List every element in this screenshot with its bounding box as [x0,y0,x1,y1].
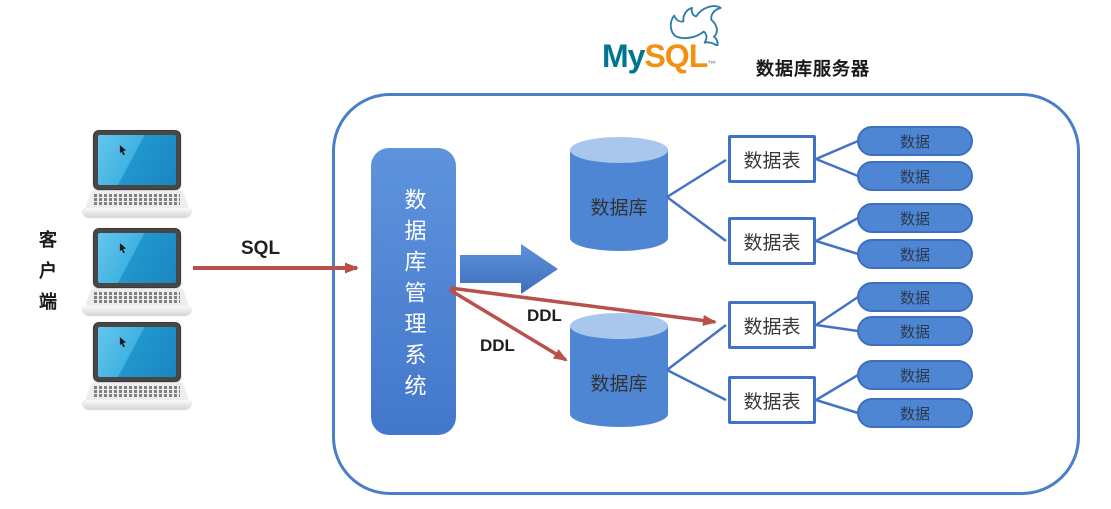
data-node-8: 数据 [857,398,973,428]
data-table-3: 数据表 [728,301,816,349]
mysql-dolphin-icon [669,5,722,46]
client-label: 客户端 [37,230,57,323]
data-table-4: 数据表 [728,376,816,424]
mysql-logo: MySQL™ [596,0,756,82]
data-node-4: 数据 [857,239,973,269]
laptop-keyboard-icon [85,383,189,400]
data-table-1: 数据表 [728,135,816,183]
laptop-screen-icon [93,322,181,382]
cursor-icon [119,243,127,254]
laptop-screen-icon [93,228,181,288]
database-cylinder-1: 数据库 [570,137,668,251]
dbms-label: 数据库管理系统 [401,187,427,405]
data-node-7: 数据 [857,360,973,390]
client-laptop-3 [82,322,192,410]
database-server-label: 数据库服务器 [756,59,870,79]
wordmark-my: My [602,38,645,74]
data-node-5: 数据 [857,282,973,312]
laptop-keyboard-icon [85,191,189,208]
laptop-screen-icon [93,130,181,190]
data-node-2: 数据 [857,161,973,191]
laptop-base-icon [82,400,192,409]
data-node-6: 数据 [857,316,973,346]
cursor-icon [119,145,127,156]
mysql-wordmark: MySQL™ [602,38,716,75]
server-boundary-box [332,93,1080,495]
data-node-3: 数据 [857,203,973,233]
ddl-arrow-label-lower: DDL [480,336,515,355]
client-laptop-1 [82,130,192,218]
cursor-icon [119,337,127,348]
database-label: 数据库 [590,198,648,219]
wordmark-sql: SQL [644,38,708,74]
data-node-1: 数据 [857,126,973,156]
laptop-base-icon [82,306,192,315]
laptop-base-icon [82,208,192,217]
client-laptop-2 [82,228,192,316]
dbms-box: 数据库管理系统 [371,148,456,435]
sql-arrow-label: SQL [241,238,281,259]
ddl-arrow-label-upper: DDL [527,306,562,325]
laptop-keyboard-icon [85,289,189,306]
wordmark-tm: ™ [707,59,717,69]
database-label: 数据库 [590,374,648,395]
data-table-2: 数据表 [728,217,816,265]
database-cylinder-2: 数据库 [570,313,668,427]
